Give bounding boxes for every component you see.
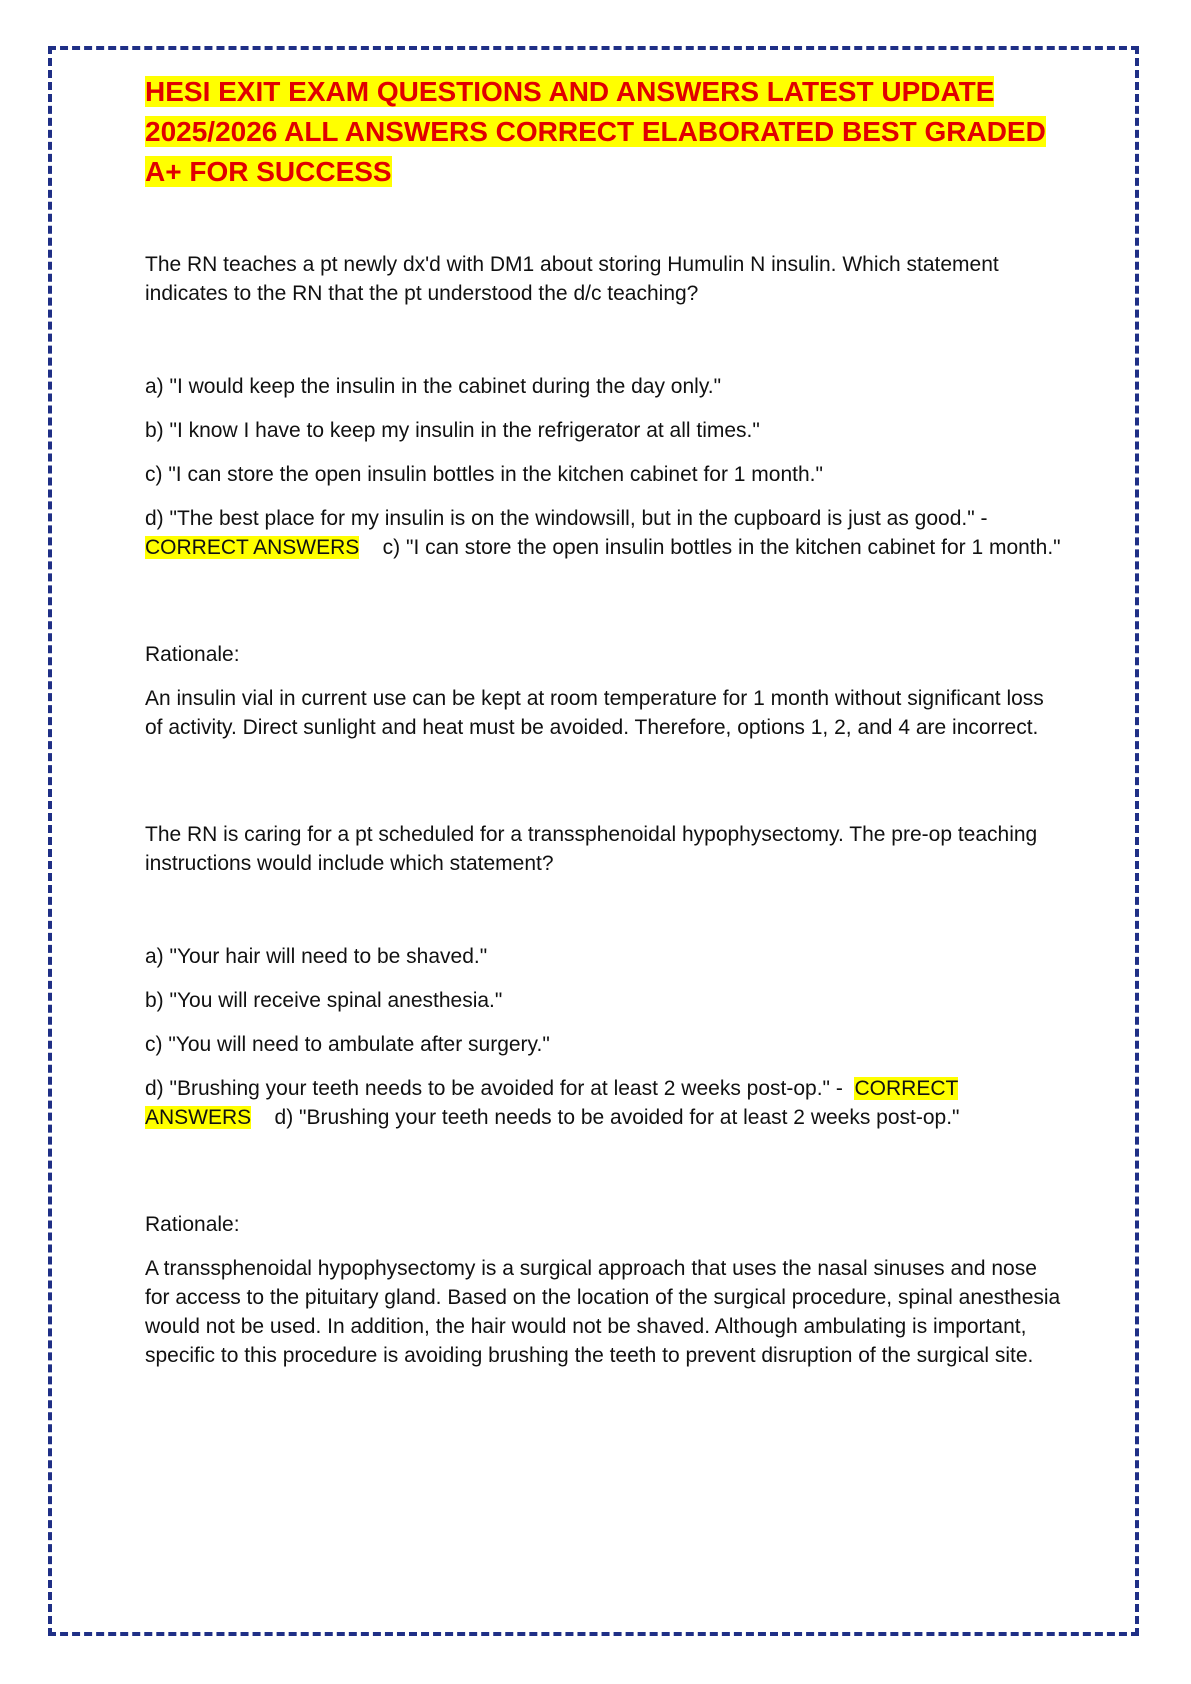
document-content: HESI EXIT EXAM QUESTIONS AND ANSWERS LAT…	[145, 72, 1065, 1370]
question-1: The RN teaches a pt newly dx'd with DM1 …	[145, 250, 1065, 742]
title-highlight: HESI EXIT EXAM QUESTIONS AND ANSWERS LAT…	[145, 76, 1046, 187]
question-stem: The RN is caring for a pt scheduled for …	[145, 823, 1038, 875]
option-a: a) "I would keep the insulin in the cabi…	[145, 375, 722, 398]
option-d-with-answer: d) "Brushing your teeth needs to be avoi…	[145, 1074, 1065, 1132]
option-c: c) "You will need to ambulate after surg…	[145, 1033, 550, 1056]
rationale-text: A transsphenoidal hypophysectomy is a su…	[145, 1257, 1061, 1367]
correct-answer-text: d) "Brushing your teeth needs to be avoi…	[274, 1106, 960, 1129]
document-title: HESI EXIT EXAM QUESTIONS AND ANSWERS LAT…	[145, 72, 1065, 192]
correct-answer-text: c) "I can store the open insulin bottles…	[382, 536, 1061, 559]
page-border	[48, 46, 1139, 1636]
option-b: b) "I know I have to keep my insulin in …	[145, 419, 760, 442]
rationale-label: Rationale:	[145, 643, 240, 666]
correct-answers-label: CORRECT ANSWERS	[145, 536, 360, 559]
option-d: d) "Brushing your teeth needs to be avoi…	[145, 1077, 843, 1100]
option-a: a) "Your hair will need to be shaved."	[145, 945, 488, 968]
question-2: The RN is caring for a pt scheduled for …	[145, 820, 1065, 1370]
option-d: d) "The best place for my insulin is on …	[145, 507, 988, 530]
rationale-label: Rationale:	[145, 1213, 240, 1236]
option-d-with-answer: d) "The best place for my insulin is on …	[145, 504, 1065, 562]
rationale-text: An insulin vial in current use can be ke…	[145, 687, 1044, 739]
question-stem: The RN teaches a pt newly dx'd with DM1 …	[145, 253, 999, 305]
option-c: c) "I can store the open insulin bottles…	[145, 463, 823, 486]
option-b: b) "You will receive spinal anesthesia."	[145, 989, 503, 1012]
